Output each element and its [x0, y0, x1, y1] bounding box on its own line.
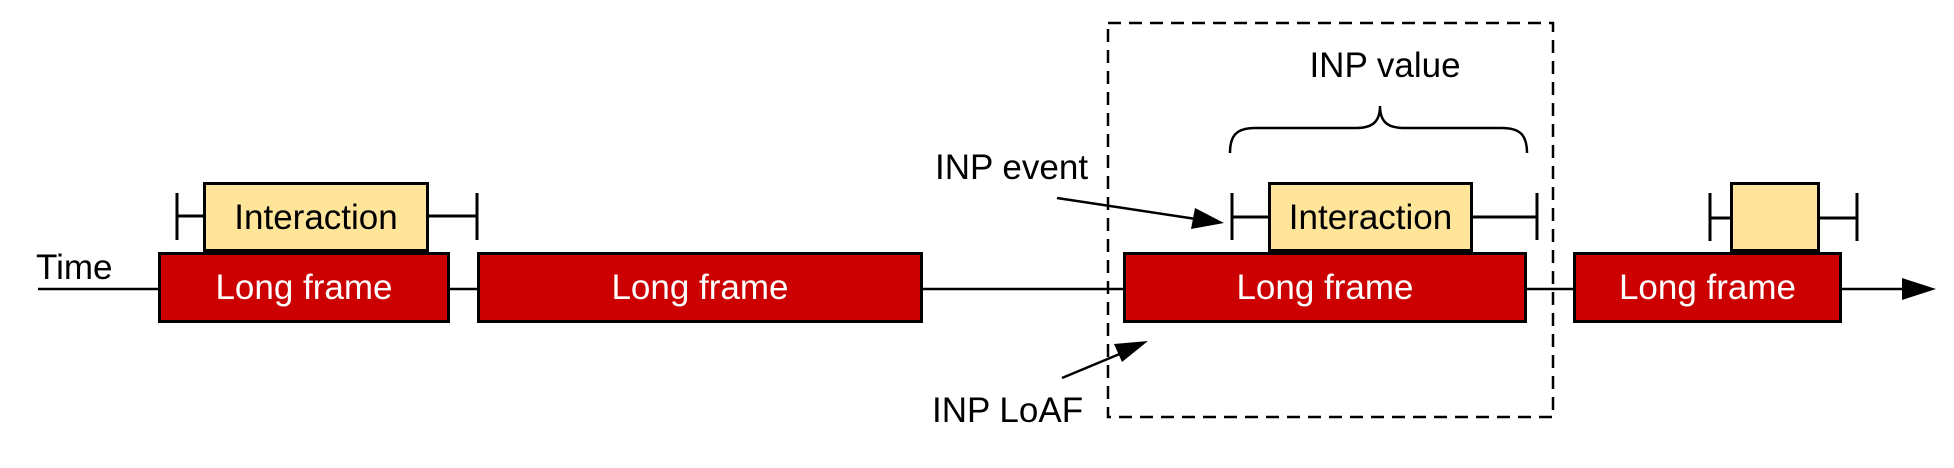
inp-loaf-label: INP LoAF — [932, 391, 1084, 430]
inp-event-arrowhead-icon — [1191, 208, 1224, 229]
timeline-arrowhead-icon — [1902, 278, 1936, 300]
inp-event-arrow — [1056, 196, 1224, 229]
long-frame-1: Long frame — [158, 252, 450, 323]
long-frame-3-label: Long frame — [1236, 268, 1414, 307]
long-frame-4-label: Long frame — [1618, 268, 1797, 307]
inp-value-brace — [1228, 105, 1529, 154]
long-frame-2-label: Long frame — [611, 268, 789, 307]
interaction-2-whiskers — [1230, 193, 1539, 240]
inp-loaf-arrow — [1061, 341, 1148, 380]
inp-loaf-dashed-outline — [1106, 21, 1555, 419]
interaction-3 — [1730, 182, 1820, 252]
interaction-1-whiskers — [175, 193, 479, 240]
long-frame-2: Long frame — [477, 252, 923, 323]
interaction-1-label: Interaction — [234, 197, 398, 237]
time-axis-label: Time — [36, 248, 113, 287]
inp-event-label: INP event — [935, 148, 1089, 187]
inp-loaf-arrowhead-icon — [1114, 341, 1148, 362]
long-frame-3-inp-loaf: Long frame — [1123, 252, 1527, 323]
interaction-3-whiskers — [1708, 193, 1859, 241]
interaction-2-inp-event: Interaction — [1268, 182, 1473, 252]
long-frame-1-label: Long frame — [215, 268, 393, 307]
interaction-1: Interaction — [203, 182, 429, 252]
inp-value-label: INP value — [1309, 46, 1461, 85]
interaction-2-label: Interaction — [1288, 197, 1453, 237]
long-frame-4: Long frame — [1573, 252, 1842, 323]
